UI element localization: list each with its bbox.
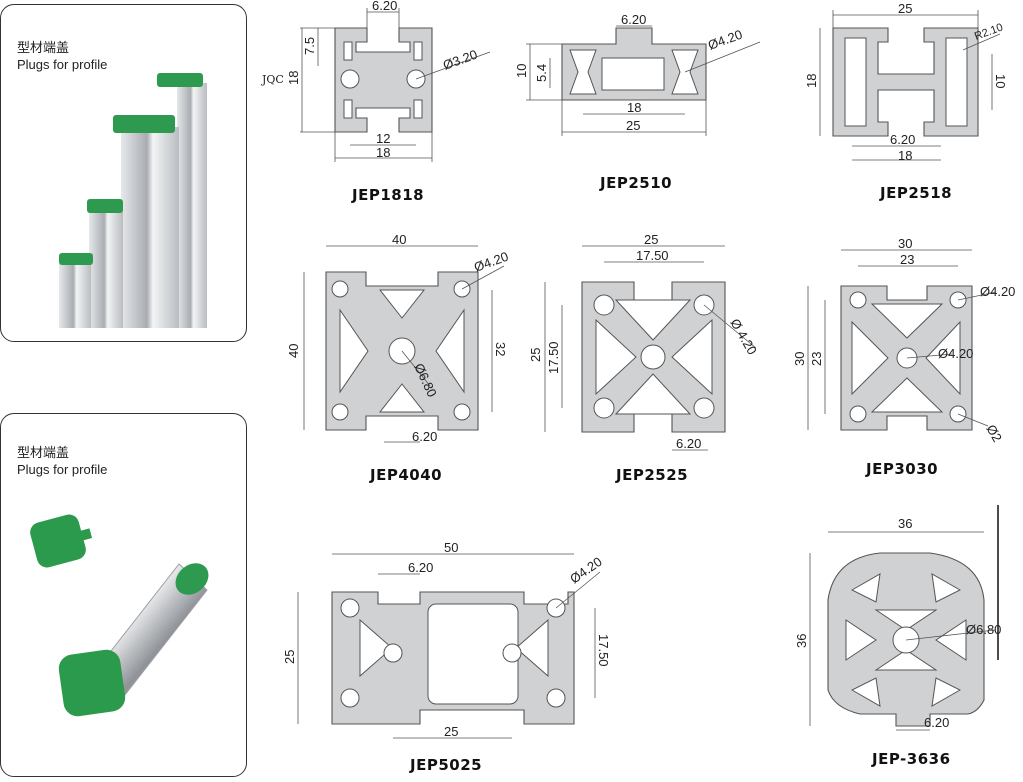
jep2525-name: JEP2525 — [615, 466, 688, 484]
jep2510-name: JEP2510 — [599, 174, 672, 192]
jep4040-dim-hole: Ø4.20 — [472, 249, 510, 275]
jep2518-dim-bot-a: 6.20 — [890, 132, 915, 147]
jep1818-dim-bot-b: 18 — [376, 145, 390, 160]
jep1818-dim-hole: Ø3.20 — [441, 47, 479, 73]
jep4040-dim-right: 32 — [493, 342, 508, 356]
plug-card-2-caption: 型材端盖 Plugs for profile — [17, 444, 107, 478]
jep2518-dim-top: 25 — [898, 1, 912, 16]
jep1818-dim-bot-a: 12 — [376, 131, 390, 146]
jep2518-dim-bot-b: 18 — [898, 148, 912, 163]
plug-card-1: 型材端盖 Plugs for profile — [0, 4, 247, 342]
jep3030-dim-left-a: 30 — [792, 352, 807, 366]
plug-tube-illustration — [30, 514, 209, 717]
jep5025-dim-top-b: 6.20 — [408, 560, 433, 575]
jep4040-dim-bot: 6.20 — [412, 429, 437, 444]
jep3030-dim-top-b: 23 — [900, 252, 914, 267]
jep2510-dim-left-a: 10 — [514, 64, 529, 78]
jep5025-dim-top-a: 50 — [444, 540, 458, 555]
jep2510-dim-left-b: 5.4 — [534, 64, 549, 82]
jep2525-dim-hole: Ø 4.20 — [727, 316, 760, 357]
jep2510-dim-bot-a: 18 — [627, 100, 641, 115]
plug-card-1-caption: 型材端盖 Plugs for profile — [17, 39, 107, 73]
jep2510-dim-bot-b: 25 — [626, 118, 640, 133]
jep2510-dim-hole: Ø4.20 — [706, 27, 744, 53]
jep3636-dim-center: Ø6.80 — [966, 622, 1001, 637]
plug-card-1-title-cn: 型材端盖 — [17, 40, 70, 55]
jep3030-dim-left-b: 23 — [809, 352, 824, 366]
jep2510-dim-top: 6.20 — [621, 12, 646, 27]
plug-card-2-title-cn: 型材端盖 — [17, 445, 70, 460]
jep3030-name: JEP3030 — [865, 460, 938, 478]
jep3636-dim-bot: 6.20 — [924, 715, 949, 730]
jep2525-dim-left-b: 17.50 — [546, 341, 561, 374]
jep5025-dim-hole: Ø4.20 — [567, 554, 605, 587]
jep3636-name: JEP-3636 — [871, 750, 951, 768]
profile-jep2518: 25 R2.10 18 10 6.20 18 JEP2518 — [804, 1, 1008, 202]
jep1818-name: JEP1818 — [351, 186, 424, 204]
jep4040-dim-top: 40 — [392, 232, 406, 247]
profile-jep5025: 50 6.20 Ø4.20 25 17.50 25 JEP5025 — [282, 540, 611, 774]
profile-jep1818: 6.20 7.5 18 JQC Ø3.20 12 18 JEP1818 — [261, 0, 491, 204]
jep3030-dim-center: Ø4.20 — [938, 346, 973, 361]
jep3636-dim-left: 36 — [794, 634, 809, 648]
jep3636-dim-top: 36 — [898, 516, 912, 531]
profile-jep4040: 40 Ø4.20 40 32 Ø6.80 6.20 JEP4040 — [286, 232, 510, 484]
profile-jep3030: 30 23 Ø4.20 30 23 Ø4.20 Ø2 JEP3030 — [792, 236, 1015, 478]
jep2518-name: JEP2518 — [879, 184, 952, 202]
jep3030-dim-top-a: 30 — [898, 236, 912, 251]
profile-jep3636: 36 36 Ø6.80 6.20 JEP-3636 — [794, 505, 1001, 768]
jep2525-dim-left-a: 25 — [528, 348, 543, 362]
plug-card-2-title-en: Plugs for profile — [17, 462, 108, 477]
jep2518-dim-left: 18 — [804, 74, 819, 88]
profile-jep2510: 6.20 Ø4.20 10 5.4 18 25 JEP2510 — [514, 12, 761, 192]
jep3030-dim-hole: Ø4.20 — [980, 284, 1015, 299]
jep5025-dim-bot: 25 — [444, 724, 458, 739]
jep2525-dim-bot: 6.20 — [676, 436, 701, 451]
jep1818-dim-top: 6.20 — [372, 0, 397, 13]
jep1818-dim-left-b: 18 — [286, 71, 301, 85]
jep1818-dim-left-a: 7.5 — [302, 37, 317, 55]
plug-card-1-title-en: Plugs for profile — [17, 57, 108, 72]
jep1818-mark: JQC — [261, 73, 284, 86]
stepped-profiles-illustration — [59, 73, 207, 328]
jep5025-dim-right: 17.50 — [596, 634, 611, 667]
jep2525-dim-top-a: 25 — [644, 232, 658, 247]
jep4040-name: JEP4040 — [369, 466, 442, 484]
plug-card-2: 型材端盖 Plugs for profile — [0, 413, 247, 777]
jep5025-dim-left: 25 — [282, 650, 297, 664]
jep2518-dim-right: 10 — [993, 74, 1008, 88]
jep4040-dim-left: 40 — [286, 344, 301, 358]
jep5025-name: JEP5025 — [409, 756, 482, 774]
profile-jep2525: 25 17.50 Ø 4.20 25 17.50 6.20 JEP2525 — [528, 232, 760, 484]
jep2525-dim-top-b: 17.50 — [636, 248, 669, 263]
